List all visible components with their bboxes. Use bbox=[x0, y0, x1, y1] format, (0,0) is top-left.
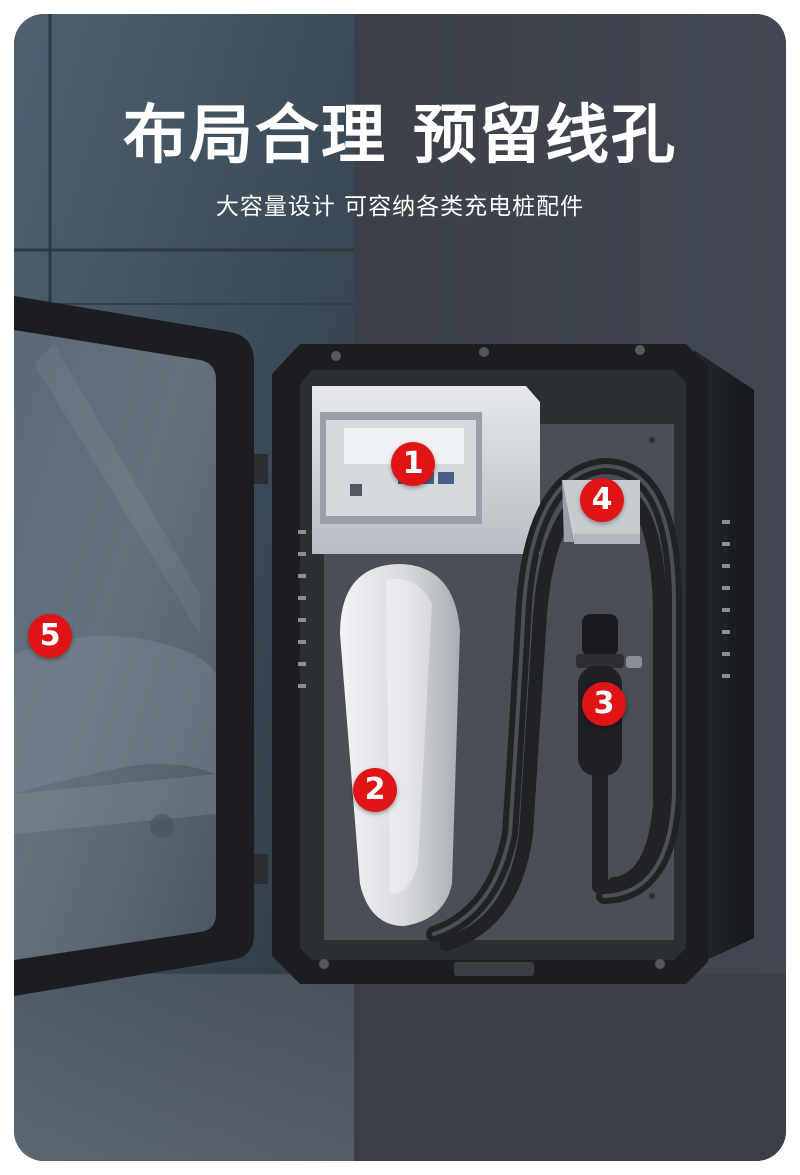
wall-charger-unit bbox=[340, 564, 460, 926]
callout-badge-2: 2 bbox=[353, 768, 397, 812]
title-part-1: 布局合理 bbox=[123, 99, 387, 173]
callout-badge-1: 1 bbox=[391, 442, 435, 486]
floor-right bbox=[354, 974, 786, 1161]
page-title: 布局合理预留线孔 bbox=[14, 96, 786, 176]
product-banner: 布局合理预留线孔 大容量设计 可容纳各类充电桩配件 1 2 3 4 5 bbox=[14, 14, 786, 1161]
callout-badge-3: 3 bbox=[582, 682, 626, 726]
callout-badge-4: 4 bbox=[580, 478, 624, 522]
page-subtitle: 大容量设计 可容纳各类充电桩配件 bbox=[215, 194, 585, 220]
enclosure-scene bbox=[14, 14, 786, 1161]
floor bbox=[14, 974, 354, 1161]
callout-badge-5: 5 bbox=[28, 614, 72, 658]
transparent-door bbox=[14, 296, 268, 996]
charging-cable bbox=[426, 457, 682, 951]
title-part-2: 预留线孔 bbox=[413, 99, 677, 173]
